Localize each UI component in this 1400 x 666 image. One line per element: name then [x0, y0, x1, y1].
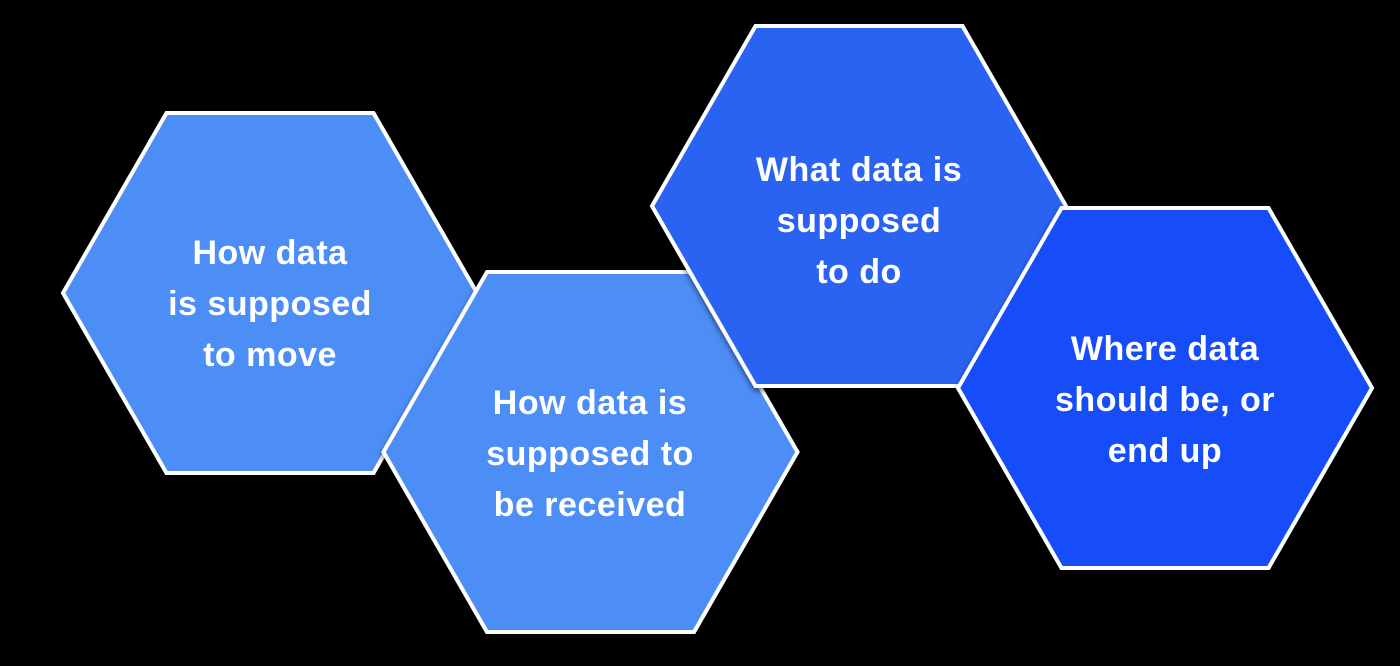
hexagon-how-data-received — [381, 270, 800, 634]
hexagon-where-data-ends-up — [955, 206, 1375, 570]
